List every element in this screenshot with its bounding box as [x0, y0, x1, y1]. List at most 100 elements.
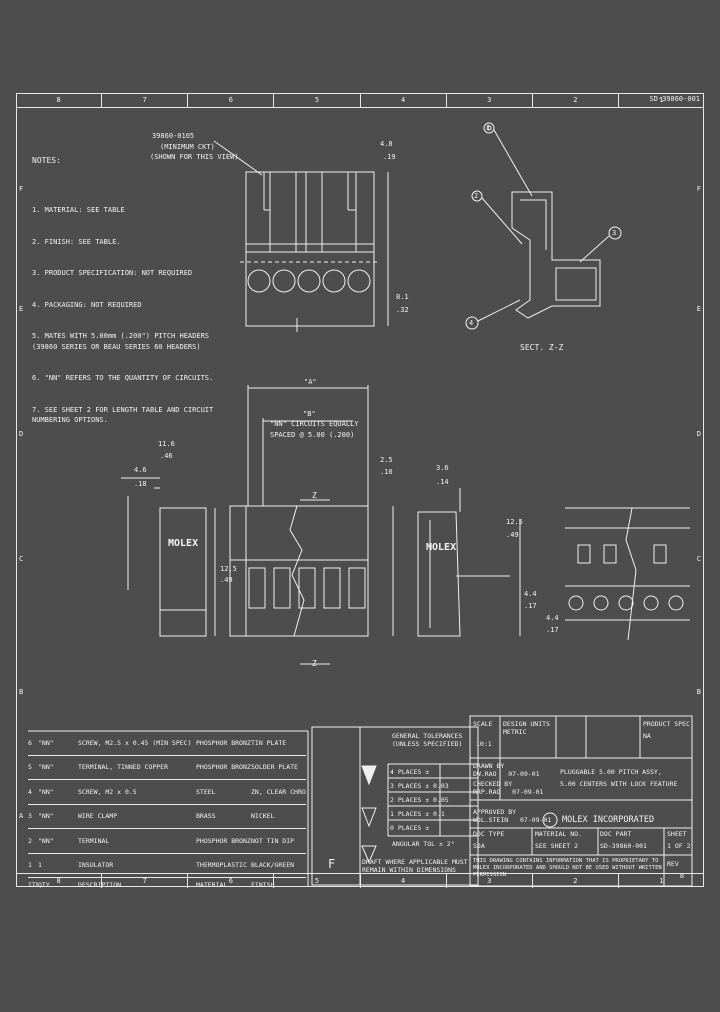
bom-row: 4 "NN" SCREW, M2 x 0.5 STEEL ZN, CLEAR C…	[28, 780, 306, 805]
molex-logo: MOLEX	[426, 542, 457, 553]
zone-label: 7	[101, 93, 187, 107]
bom-qty: "NN"	[38, 787, 54, 796]
balloon-number: 2	[474, 192, 479, 200]
bom-desc: SCREW, M2.5 x 0.45 (MIN SPEC)	[78, 738, 192, 747]
molex-logo: MOLEX	[168, 538, 199, 549]
bom-material: PHOSPHOR BRONZE	[196, 738, 251, 747]
product-spec-value: NA	[643, 732, 651, 740]
doc-part-value: SD-39860-001	[600, 842, 647, 850]
bom-item: 4	[28, 787, 32, 796]
note-item: 2. FINISH: SEE TABLE.	[32, 237, 121, 246]
rev-value: B	[680, 872, 684, 880]
bom-header: ITEM	[28, 881, 38, 889]
tolerance-row: 3 PLACES ± 0.03	[390, 782, 449, 790]
drawing-title: 5.00 CENTERS WITH LOCK FEATURE	[560, 780, 678, 788]
bom-row: 2 "NN" TERMINAL PHOSPHOR BRONZE NOT TIN …	[28, 829, 306, 854]
dim-label-inch: .46	[160, 452, 173, 460]
dim-b-label: "B"	[303, 410, 316, 418]
bom-desc: TERMINAL	[78, 836, 110, 845]
row-marker: D	[19, 430, 24, 438]
dim-label: 8.1	[396, 293, 409, 301]
bom-item: 1	[28, 861, 32, 870]
bom-item: 2	[28, 836, 32, 845]
zone-label: 3	[445, 93, 532, 107]
row-marker: B	[19, 688, 24, 696]
drawing-title: PLUGGABLE 5.00 PITCH ASSY,	[560, 768, 662, 776]
zone-label: 1	[617, 874, 704, 888]
dim-label-inch: .17	[524, 602, 537, 610]
zone-label: 5	[273, 93, 359, 107]
zone-label: 6	[187, 93, 273, 107]
bom-qty: 1	[38, 861, 42, 870]
zone-strip-top: 8 7 6 5 4 3 2 1	[16, 93, 704, 108]
title-block-frame	[28, 715, 693, 887]
tolerance-row: 1 PLACES ± 0.1	[390, 810, 445, 818]
product-spec-label: PRODUCT SPEC	[643, 720, 690, 728]
notes-list: 1. MATERIAL: SEE TABLE 2. FINISH: SEE TA…	[32, 184, 232, 436]
row-marker-right: F	[696, 185, 701, 193]
design-units: DESIGN UNITS METRIC	[503, 720, 550, 736]
zone-label: 6	[187, 874, 273, 888]
bill-of-materials: 6 "NN" SCREW, M2.5 x 0.45 (MIN SPEC) PHO…	[28, 731, 306, 892]
zone-label: 7	[101, 874, 187, 888]
bom-finish: ZN, CLEAR CHROMATE	[251, 787, 306, 796]
bom-item: 3	[28, 812, 32, 821]
row-marker-right: E	[696, 305, 701, 313]
drawn-by: DRAWN BY DW.RAO 07-09-01	[473, 762, 540, 778]
zone-label: 2	[531, 874, 618, 888]
dim-label-inch: .19	[383, 153, 396, 161]
bom-row: 6 "NN" SCREW, M2.5 x 0.45 (MIN SPEC) PHO…	[28, 731, 306, 756]
draft-note: DRAFT WHERE APPLICABLE MUST REMAIN WITHI…	[362, 858, 468, 874]
bom-material: PHOSPHOR BRONZE	[196, 763, 251, 772]
balloon-number: 4	[469, 319, 474, 327]
dim-label: 4.8	[380, 140, 393, 148]
dim-label: 4.6	[134, 466, 147, 474]
scale-label: SCALE	[473, 720, 493, 728]
bom-finish: NOT TIN DIP	[251, 836, 295, 845]
doc-type-label: DOC TYPE	[473, 830, 505, 838]
notes-title: NOTES:	[32, 156, 61, 165]
row-marker: C	[19, 555, 24, 563]
dim-label: 12.5	[506, 518, 523, 526]
dim-label: 3.6	[436, 464, 449, 472]
section-z-z-drawing	[465, 122, 622, 330]
tolerance-row: 0 PLACES ±	[390, 824, 430, 832]
bom-header: FINISH	[251, 881, 275, 889]
company-name: MOLEX INCORPORATED	[562, 815, 655, 825]
bom-material: BRASS	[196, 812, 216, 821]
bom-material: PHOSPHOR BRONZE	[196, 836, 251, 845]
row-marker: A	[19, 812, 24, 820]
bom-header-row: ITEM QTY DESCRIPTION MATERIAL FINISH	[28, 878, 306, 892]
zone-label: 1	[617, 93, 704, 107]
bom-header: QTY	[38, 881, 50, 889]
note-item: 1. MATERIAL: SEE TABLE	[32, 206, 125, 214]
balloon-number: 1	[486, 124, 491, 132]
bom-header: DESCRIPTION	[78, 881, 122, 889]
section-mark: Z	[312, 491, 317, 500]
sheet-label: SHEET	[667, 830, 687, 838]
note-item: 5. MATES WITH 5.00mm (.200") PITCH HEADE…	[32, 332, 210, 351]
dim-label-inch: .10	[380, 468, 393, 476]
bom-finish: NICKEL	[251, 812, 275, 821]
bom-material: STEEL	[196, 787, 216, 796]
dim-label: 4.4	[546, 614, 559, 622]
checked-by: CHECKED BY RRP.RAO 07-09-01	[473, 780, 544, 796]
bom-item: 5	[28, 763, 32, 772]
section-mark: Z	[312, 659, 317, 668]
dim-a-label: "A"	[304, 378, 317, 386]
bom-desc: SCREW, M2 x 0.5	[78, 787, 137, 796]
bom-qty: "NN"	[38, 763, 54, 772]
bom-row: 3 "NN" WIRE CLAMP BRASS NICKEL	[28, 805, 306, 829]
bom-row: 5 "NN" TERMINAL, TINNED COPPER PHOSPHOR …	[28, 756, 306, 780]
front-view-connector	[121, 385, 394, 665]
row-marker-right: C	[696, 555, 701, 563]
dim-label: 2.5	[380, 456, 393, 464]
top-view-connector	[213, 140, 389, 332]
zone-label: 3	[445, 874, 532, 888]
row-marker: E	[19, 305, 24, 313]
bom-item: 6	[28, 738, 32, 747]
row-marker-right: D	[696, 430, 701, 438]
top-view-callout-line: (MINIMUM CKT)	[160, 143, 215, 151]
sheet-value: 1 OF 2	[667, 842, 691, 850]
top-view-callout-line: (SHOWN FOR THIS VIEW)	[150, 153, 239, 161]
